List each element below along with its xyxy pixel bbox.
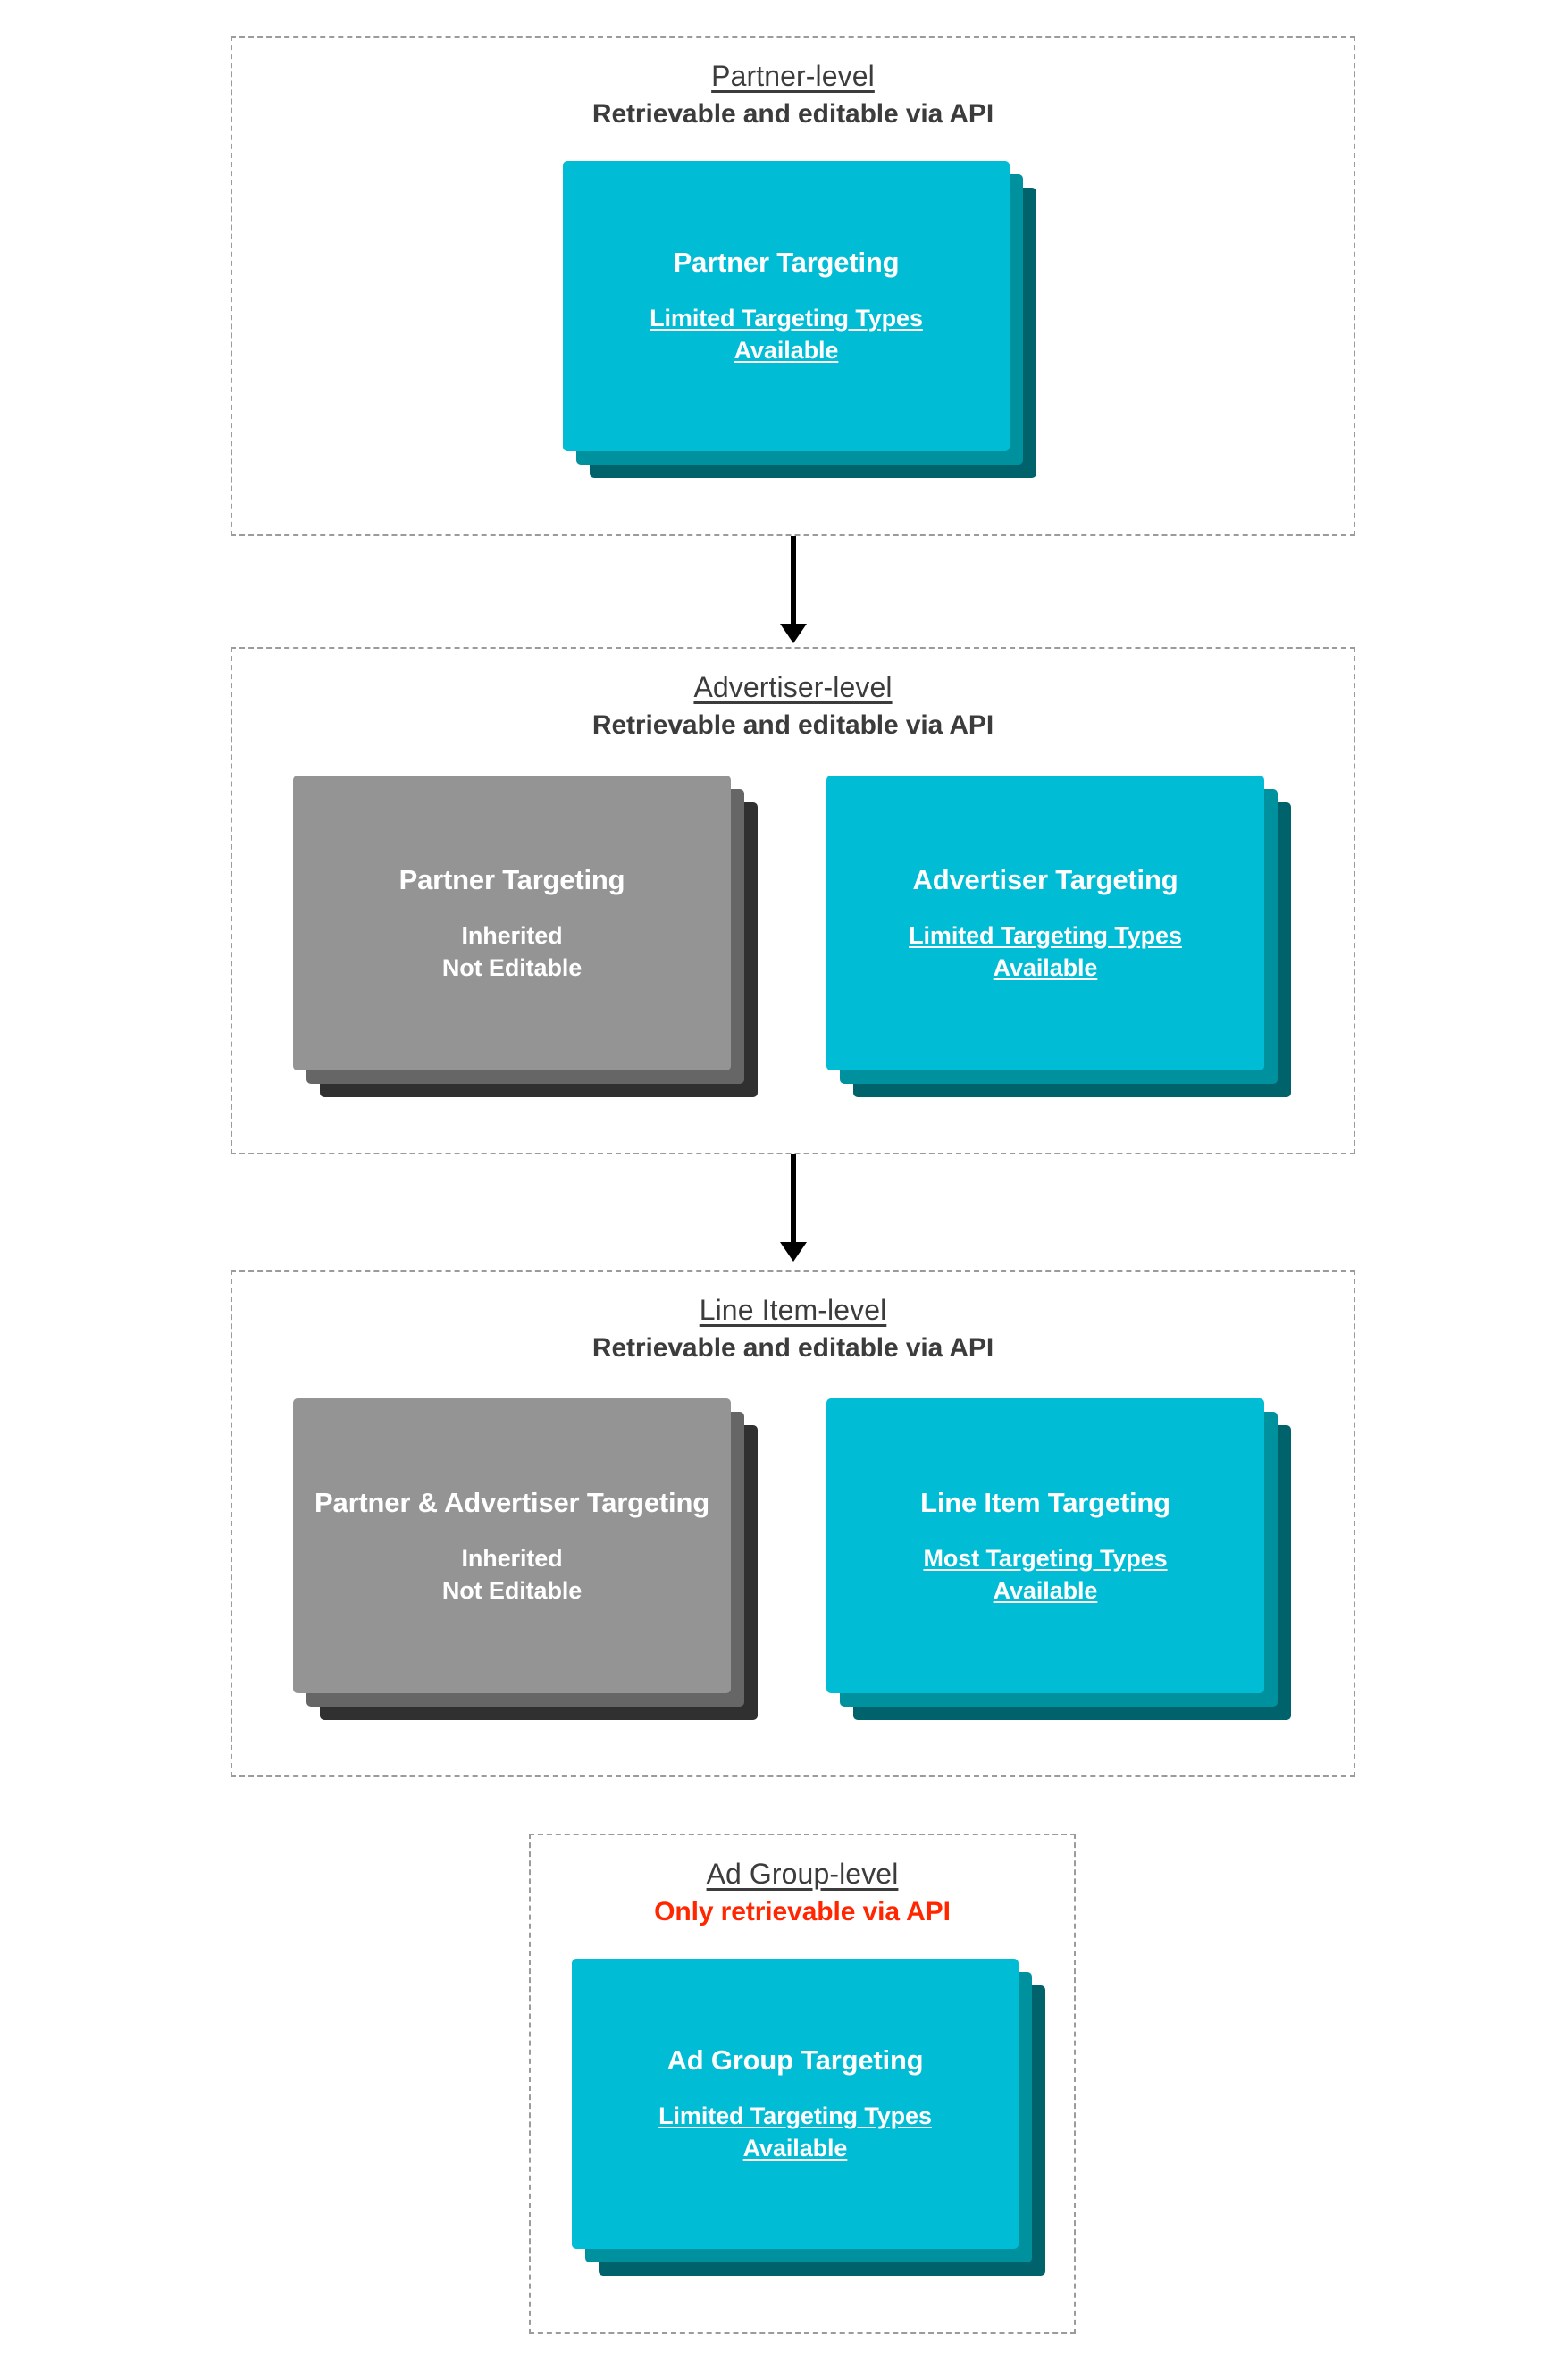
card-note-line1: Most Targeting Types [923, 1544, 1168, 1572]
card-inherited-partner-advertiser-targeting[interactable]: Partner & Advertiser Targeting Inherited… [293, 1398, 731, 1693]
level-heading-advertiser: Advertiser-level Retrievable and editabl… [232, 649, 1354, 744]
card-title: Partner Targeting [398, 863, 625, 895]
arrow-shaft [791, 1154, 796, 1244]
card-note-line1: Limited Targeting Types [650, 305, 923, 332]
arrow-head-icon [780, 1242, 807, 1262]
level-heading-ad-group: Ad Group-level Only retrievable via API [531, 1835, 1074, 1931]
level-heading-partner: Partner-level Retrievable and editable v… [232, 38, 1354, 133]
card-line-item-targeting[interactable]: Line Item Targeting Most Targeting Types… [826, 1398, 1264, 1693]
card-note-line2: Not Editable [441, 953, 583, 981]
card-note-line1: Limited Targeting Types [909, 921, 1182, 949]
card-partner-targeting[interactable]: Partner Targeting Limited Targeting Type… [563, 161, 1010, 451]
connector-partner-to-advertiser [776, 536, 811, 643]
card-title: Partner & Advertiser Targeting [314, 1486, 709, 1518]
card-note-line2: Available [734, 337, 839, 365]
card-note-line2: Available [993, 1576, 1098, 1604]
level-section-ad-group: Ad Group-level Only retrievable via API … [529, 1834, 1076, 2334]
card-note-line1: Inherited [461, 1544, 563, 1572]
card-note-line1: Inherited [461, 921, 563, 949]
card-stack-advertiser-targeting[interactable]: Advertiser Targeting Limited Targeting T… [826, 776, 1291, 1097]
level-title-ad-group: Ad Group-level [706, 1858, 899, 1890]
card-note: Inherited Not Editable [442, 920, 582, 984]
level-section-partner: Partner-level Retrievable and editable v… [231, 36, 1355, 536]
card-note: Limited Targeting Types Available [650, 303, 923, 366]
arrow-head-icon [780, 624, 807, 643]
card-title: Line Item Targeting [920, 1486, 1170, 1518]
card-note-line2: Not Editable [441, 1576, 583, 1604]
level-title-partner: Partner-level [711, 60, 875, 92]
level-subtitle-line-item: Retrievable and editable via API [591, 1333, 994, 1364]
card-note: Limited Targeting Types Available [658, 2101, 932, 2164]
card-inherited-partner-targeting[interactable]: Partner Targeting Inherited Not Editable [293, 776, 731, 1070]
level-section-advertiser: Advertiser-level Retrievable and editabl… [231, 647, 1355, 1154]
card-note: Inherited Not Editable [442, 1543, 582, 1607]
card-stack-line-item-targeting[interactable]: Line Item Targeting Most Targeting Types… [826, 1398, 1291, 1720]
level-subtitle-partner: Retrievable and editable via API [591, 99, 994, 130]
card-title: Partner Targeting [673, 247, 900, 279]
card-stack-partner-targeting[interactable]: Partner Targeting Limited Targeting Type… [563, 161, 1036, 478]
card-stack-inherited-partner-targeting[interactable]: Partner Targeting Inherited Not Editable [293, 776, 758, 1097]
level-subtitle-ad-group: Only retrievable via API [654, 1897, 951, 1927]
card-advertiser-targeting[interactable]: Advertiser Targeting Limited Targeting T… [826, 776, 1264, 1070]
connector-advertiser-to-line-item [776, 1154, 811, 1262]
card-note: Limited Targeting Types Available [909, 920, 1182, 984]
card-note-line2: Available [742, 2135, 848, 2162]
card-title: Ad Group Targeting [667, 2044, 924, 2077]
level-subtitle-advertiser: Retrievable and editable via API [591, 710, 994, 741]
card-stack-inherited-partner-advertiser-targeting[interactable]: Partner & Advertiser Targeting Inherited… [293, 1398, 758, 1720]
card-note-line1: Limited Targeting Types [658, 2103, 932, 2130]
card-title: Advertiser Targeting [912, 863, 1178, 895]
level-heading-line-item: Line Item-level Retrievable and editable… [232, 1272, 1354, 1367]
card-stack-ad-group-targeting[interactable]: Ad Group Targeting Limited Targeting Typ… [572, 1959, 1045, 2276]
card-ad-group-targeting[interactable]: Ad Group Targeting Limited Targeting Typ… [572, 1959, 1019, 2249]
level-section-line-item: Line Item-level Retrievable and editable… [231, 1270, 1355, 1777]
level-title-line-item: Line Item-level [699, 1294, 887, 1326]
card-note-line2: Available [993, 953, 1098, 981]
level-title-advertiser: Advertiser-level [693, 671, 893, 703]
card-note: Most Targeting Types Available [923, 1543, 1167, 1607]
arrow-shaft [791, 536, 796, 625]
